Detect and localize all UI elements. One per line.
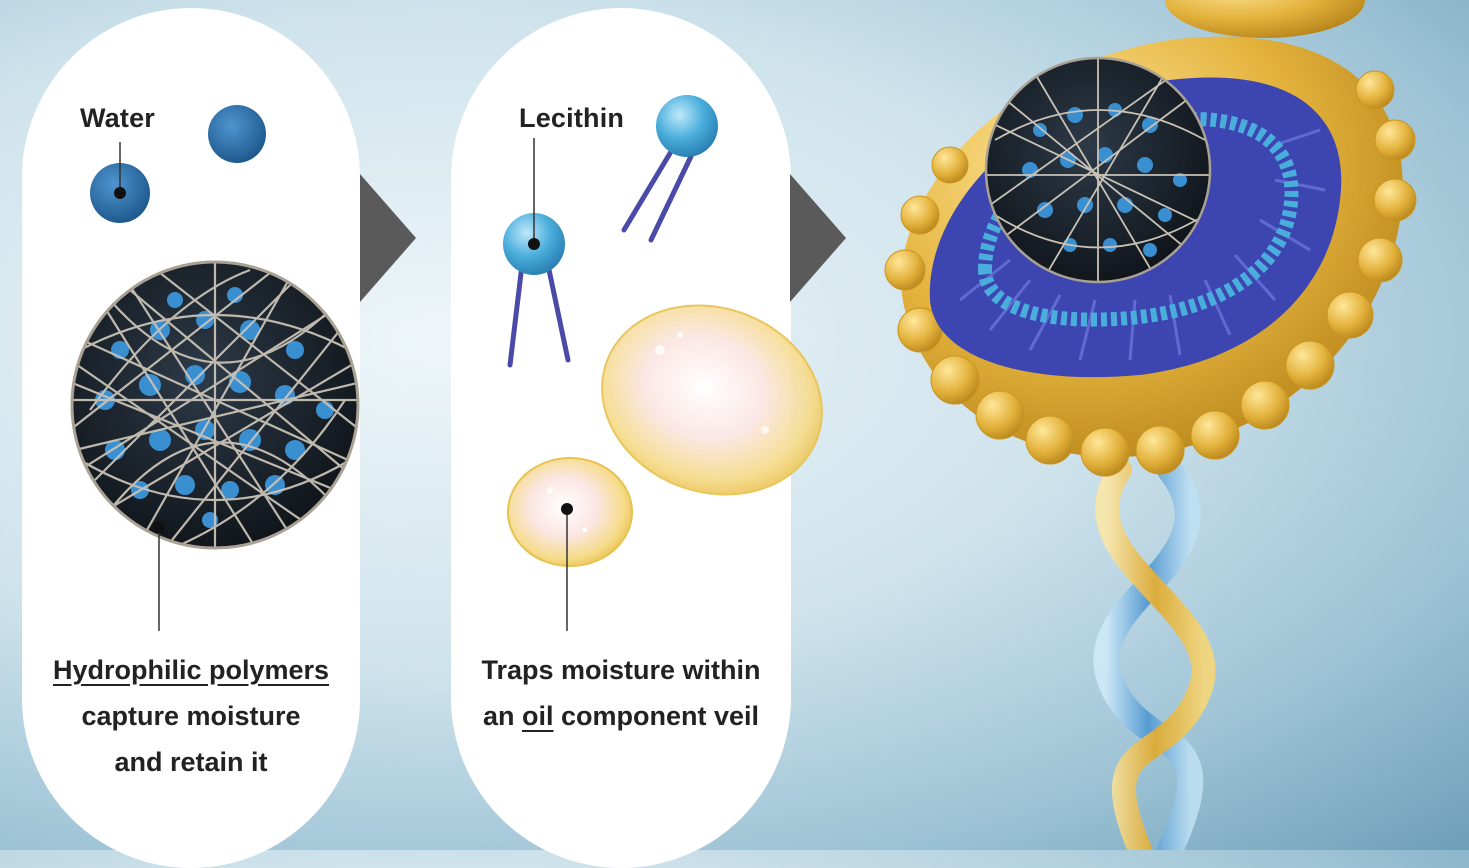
polymer-ball xyxy=(60,255,370,560)
caption-suffix: component veil xyxy=(553,701,759,731)
lecithin-label: Lecithin xyxy=(519,103,624,134)
liposome-structure xyxy=(885,37,1416,476)
water-droplet xyxy=(208,105,266,163)
water-pointer-dot xyxy=(114,187,126,199)
polymer-pointer-dot xyxy=(153,521,165,533)
caption-prefix: an xyxy=(483,701,522,731)
oil-caption: Traps moisture within an oil component v… xyxy=(451,647,791,739)
caption-oil-word: oil xyxy=(522,701,554,731)
lecithin-pointer-dot xyxy=(528,238,540,250)
caption-line: Hydrophilic polymers xyxy=(22,647,360,693)
polymers-caption: Hydrophilic polymers capture moisture an… xyxy=(22,647,360,785)
lecithin-molecule xyxy=(624,95,718,240)
caption-line: capture moisture xyxy=(22,693,360,739)
water-label: Water xyxy=(80,103,155,134)
caption-line: an oil component veil xyxy=(451,693,791,739)
lecithin-molecule xyxy=(503,213,568,365)
oil-pointer-dot xyxy=(561,503,573,515)
lipid-sphere-top xyxy=(1165,0,1365,38)
helix-strands xyxy=(1106,470,1203,850)
caption-line: Traps moisture within xyxy=(451,647,791,693)
caption-line: and retain it xyxy=(22,739,360,785)
